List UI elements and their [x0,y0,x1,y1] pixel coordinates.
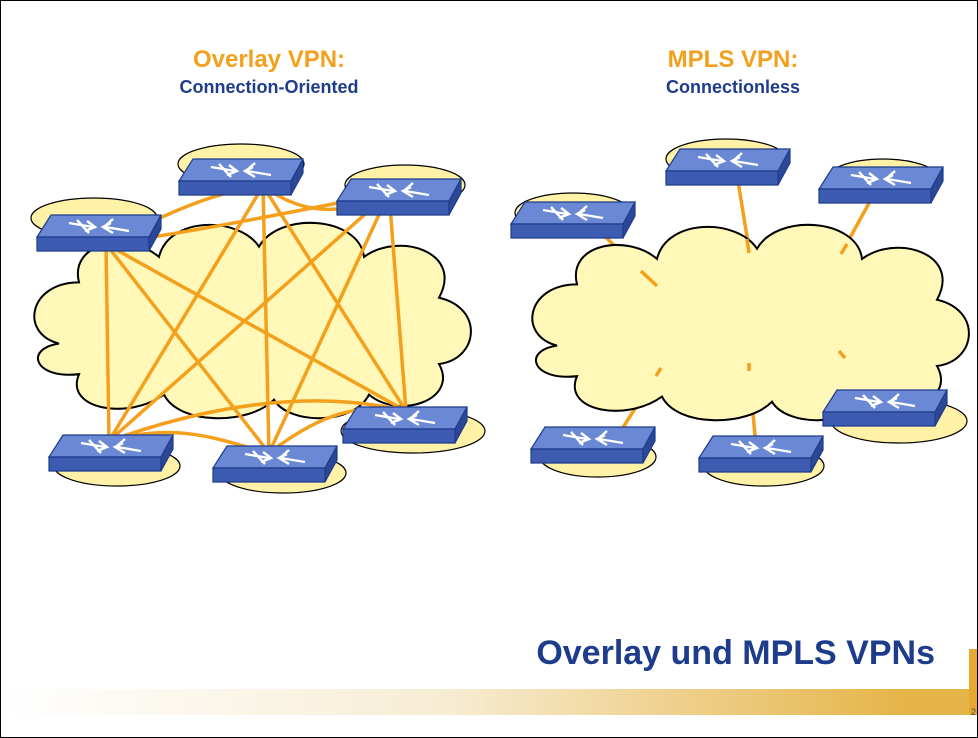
router-icon [509,200,637,240]
mpls-vpn-diagram [509,138,970,487]
router-icon [335,177,463,217]
overlay-vpn-heading: Overlay VPN: Connection-Oriented [119,45,419,99]
router-icon [35,213,163,253]
router-icon [529,425,657,465]
router-icon [697,434,825,474]
footer-gradient-bar [1,689,977,715]
router-icon [821,388,949,428]
router-icon [664,147,792,187]
slide-title: Overlay und MPLS VPNs [536,634,935,672]
router-icon [47,433,175,473]
router-icon [177,157,305,197]
overlay-vpn-subtitle: Connection-Oriented [179,77,359,97]
access-link-ends [639,238,849,377]
router-icon [211,444,339,484]
mpls-vpn-heading: MPLS VPN: Connectionless [593,45,873,99]
overlay-vpn-diagram [30,143,486,494]
overlay-vpn-title: Overlay VPN: [192,46,346,73]
router-icon [817,165,945,205]
router-icon [341,405,469,445]
mpls-vpn-title: MPLS VPN: [667,46,799,73]
page-number: 2 [970,707,976,717]
mpls-vpn-subtitle: Connectionless [665,77,801,97]
footer-accent-bar [969,649,977,715]
